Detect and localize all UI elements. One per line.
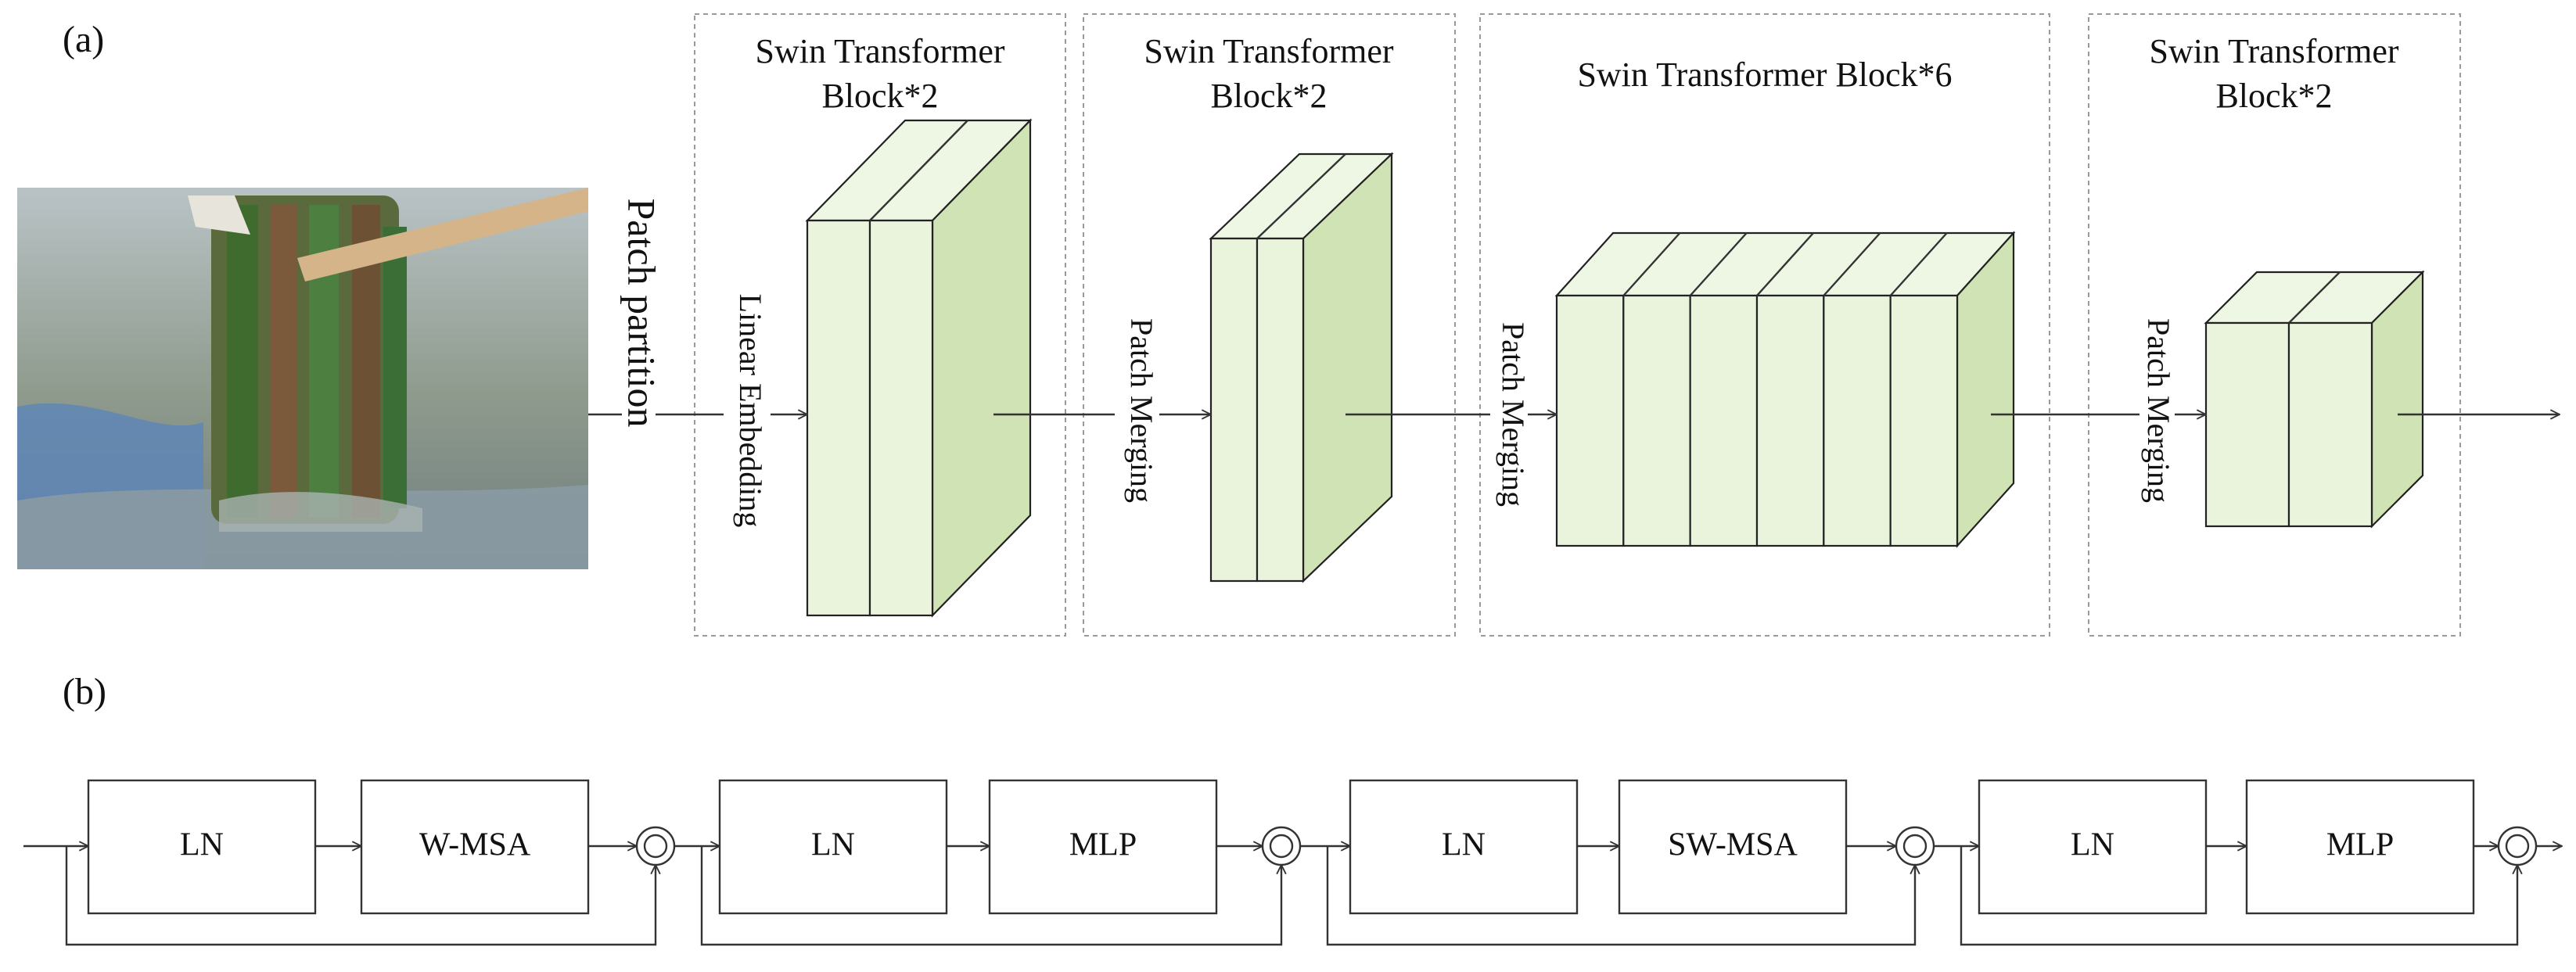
- stage-entry-label: Linear Embedding: [733, 294, 768, 528]
- cuboid-slice: [1889, 294, 1959, 547]
- stage-title-line: Swin Transformer: [755, 32, 1004, 70]
- stage-entry-label: Patch Merging: [2141, 318, 2176, 503]
- chain-block-4: LN MLP: [1934, 779, 2538, 946]
- patch-partition-label: Patch partition: [620, 199, 664, 428]
- cuboid-slice: [868, 219, 934, 617]
- cuboid-slice: [806, 219, 871, 617]
- cuboid-top-divider: [1823, 232, 1881, 296]
- feature-cuboid: [1554, 231, 2016, 548]
- stage-title-line: Block*2: [821, 77, 938, 115]
- add-outer-ring: [635, 826, 676, 866]
- cuboid-slice: [1622, 294, 1691, 547]
- stage-title-line: Swin Transformer Block*6: [1577, 56, 1952, 94]
- stage-title-line: Swin Transformer: [1144, 32, 1393, 70]
- ln-box-label: LN: [2071, 827, 2114, 863]
- cuboid-slice: [1689, 294, 1759, 547]
- stage-title-line: Block*2: [2215, 77, 2332, 115]
- cuboid-slice: [2204, 321, 2290, 528]
- stage-title-line: Swin Transformer: [2149, 32, 2398, 70]
- chain-block-2: LN MLP: [674, 779, 1302, 946]
- cuboid-top-divider: [1889, 232, 1948, 296]
- op-box: [988, 779, 1218, 915]
- op-box: [2245, 779, 2475, 915]
- add-inner-ring: [2505, 834, 2530, 859]
- stage-frame: [1083, 13, 1456, 637]
- ln-box: [1349, 779, 1579, 915]
- stage-frame: [1479, 13, 2050, 637]
- op-box: [1618, 779, 1848, 915]
- cuboid-top-divider: [1756, 232, 1814, 296]
- panel-label-b: (b): [63, 671, 106, 712]
- cuboid-top-divider: [2288, 271, 2341, 324]
- op-box-label: SW-MSA: [1668, 827, 1798, 863]
- stage-entry-label: Patch Merging: [1496, 322, 1531, 507]
- skip-connection: [700, 846, 1281, 946]
- ln-box-label: LN: [1442, 827, 1486, 863]
- chain-block-3: LN SW-MSA: [1300, 779, 1935, 946]
- op-box-label: MLP: [1069, 827, 1137, 863]
- cuboid-slice: [1209, 237, 1259, 583]
- cuboid-slice: [1755, 294, 1825, 547]
- input-image: [17, 188, 588, 569]
- feature-cuboid: [805, 118, 1033, 618]
- ln-box: [1978, 779, 2208, 915]
- double-circle-icon: [635, 826, 676, 866]
- skip-connection: [65, 846, 656, 946]
- add-outer-ring: [1261, 826, 1302, 866]
- op-box: [360, 779, 590, 915]
- block-chain: LN W-MSA LN MLP LN SW-MSA LN MLP: [23, 779, 2562, 946]
- stage-entry-label: Patch Merging: [1124, 318, 1159, 503]
- cuboid-top-divider: [1256, 153, 1346, 239]
- cuboid-top-divider: [1689, 232, 1748, 296]
- cuboid-top-divider: [1622, 232, 1681, 296]
- stage-frame: [2088, 13, 2461, 637]
- ln-box-label: LN: [180, 827, 224, 863]
- cuboid-slice: [1823, 294, 1892, 547]
- skip-connection: [1960, 846, 2517, 946]
- stage-frame: [694, 13, 1066, 637]
- cuboid-slice: [1555, 294, 1625, 547]
- ln-box-label: LN: [811, 827, 855, 863]
- double-circle-icon: [1261, 826, 1302, 866]
- add-inner-ring: [1902, 834, 1928, 859]
- add-outer-ring: [2497, 826, 2538, 866]
- panel-label-a: (a): [63, 19, 104, 60]
- double-circle-icon: [2497, 826, 2538, 866]
- add-inner-ring: [643, 834, 668, 859]
- stage-title-line: Block*2: [1210, 77, 1327, 115]
- cuboid-slice: [2287, 321, 2373, 528]
- op-box-label: MLP: [2326, 827, 2394, 863]
- cuboid-slice: [1256, 237, 1305, 583]
- double-circle-icon: [1895, 826, 1935, 866]
- add-outer-ring: [1895, 826, 1935, 866]
- skip-connection: [1326, 846, 1915, 946]
- cuboid-top-divider: [869, 120, 968, 221]
- feature-cuboid: [2204, 270, 2425, 529]
- feature-cuboid: [1209, 152, 1394, 583]
- op-box-label: W-MSA: [419, 827, 531, 863]
- add-inner-ring: [1269, 834, 1294, 859]
- chain-block-1: LN W-MSA: [23, 779, 676, 946]
